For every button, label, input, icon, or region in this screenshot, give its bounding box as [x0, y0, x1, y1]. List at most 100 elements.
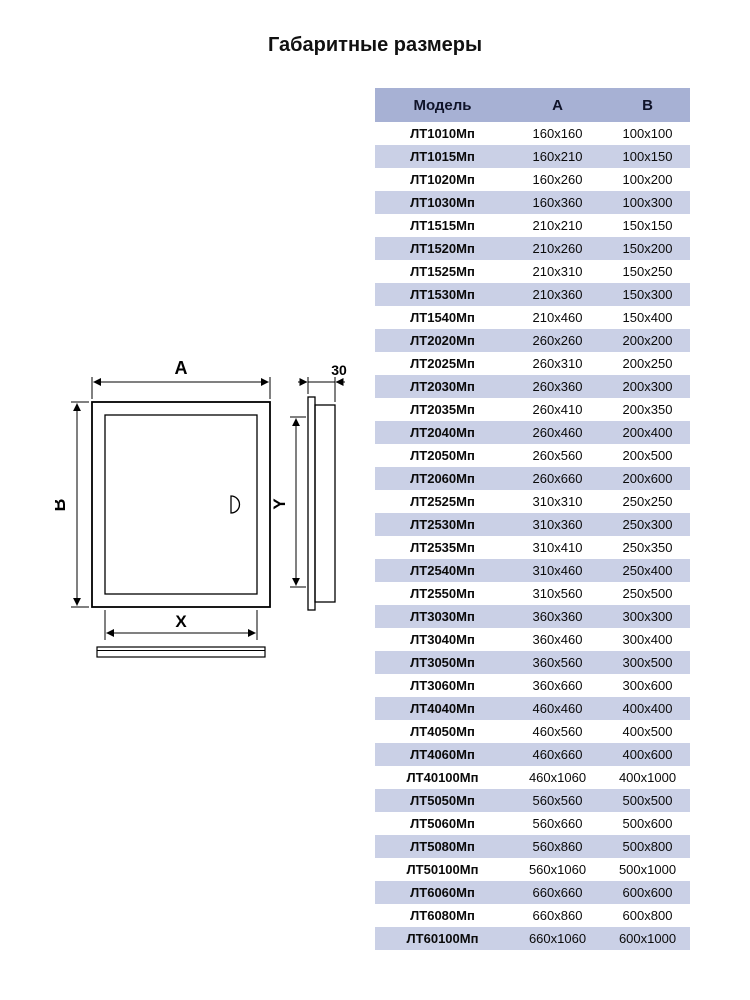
header-dim-b: В — [605, 88, 690, 122]
dim-b-cell: 200х300 — [622, 379, 673, 394]
dim-a-cell: 260х560 — [532, 448, 583, 463]
model-cell: ЛТ2020Мп — [410, 333, 475, 348]
model-cell: ЛТ2540Мп — [410, 563, 475, 578]
model-cell: ЛТ1030Мп — [410, 195, 475, 210]
model-cell: ЛТ1010Мп — [410, 126, 475, 141]
side-body-rect — [314, 404, 336, 603]
dim-b-cell: 200х250 — [622, 356, 673, 371]
dim-b-cell: 250х400 — [622, 563, 673, 578]
dim-b-cell: 200х200 — [622, 333, 673, 348]
technical-drawing: A B X Y 30 — [49, 358, 347, 658]
model-cell: ЛТ6080Мп — [410, 908, 475, 923]
label-y: Y — [270, 498, 289, 510]
dimension-lines — [71, 377, 345, 640]
model-cell: ЛТ5050Мп — [410, 793, 475, 808]
dim-a-cell: 260х260 — [532, 333, 583, 348]
dim-a-cell: 260х410 — [532, 402, 583, 417]
dim-a-cell: 160х210 — [532, 149, 583, 164]
dim-a-cell: 310х560 — [532, 586, 583, 601]
model-cell: ЛТ4050Мп — [410, 724, 475, 739]
model-cell: ЛТ6060Мп — [410, 885, 475, 900]
table-row: ЛТ1530Мп 210х360 150х300 — [375, 283, 690, 306]
dim-a-cell: 660х860 — [532, 908, 583, 923]
dim-b-cell: 300х400 — [622, 632, 673, 647]
dim-a-cell: 210х210 — [532, 218, 583, 233]
dim-a-cell: 560х1060 — [528, 862, 587, 877]
model-cell: ЛТ2525Мп — [410, 494, 475, 509]
label-b: B — [55, 499, 69, 512]
page-title: Габаритные размеры — [267, 34, 483, 56]
dim-a-cell: 460х1060 — [528, 770, 587, 785]
dim-b-cell: 150х300 — [622, 287, 673, 302]
table-row: ЛТ2550Мп 310х560 250х500 — [375, 582, 690, 605]
table-row: ЛТ4050Мп 460х560 400х500 — [375, 720, 690, 743]
side-flange-rect — [307, 396, 316, 611]
flange-strip — [96, 646, 266, 658]
frame-outer-rect — [91, 401, 271, 608]
dim-a-cell: 660х660 — [532, 885, 583, 900]
model-cell: ЛТ2530Мп — [410, 517, 475, 532]
dim-a-cell: 260х460 — [532, 425, 583, 440]
dim-a-cell: 360х660 — [532, 678, 583, 693]
dim-a-cell: 310х360 — [532, 517, 583, 532]
model-cell: ЛТ60100Мп — [406, 931, 479, 946]
dim-a-cell: 460х560 — [532, 724, 583, 739]
dim-a-cell: 360х360 — [532, 609, 583, 624]
table-header-row: Модель А В — [375, 88, 690, 122]
label-depth: 30 — [331, 362, 347, 378]
dim-b-cell: 100х300 — [622, 195, 673, 210]
table-row: ЛТ1020Мп 160х260 100х200 — [375, 168, 690, 191]
header-dim-a: А — [510, 88, 605, 122]
model-cell: ЛТ2550Мп — [410, 586, 475, 601]
dimension-diagram: A B X Y 30 — [49, 352, 355, 682]
dim-a-cell: 310х410 — [532, 540, 583, 555]
dim-a-cell: 310х460 — [532, 563, 583, 578]
model-cell: ЛТ1020Мп — [410, 172, 475, 187]
model-cell: ЛТ3050Мп — [410, 655, 475, 670]
dim-a-cell: 310х310 — [532, 494, 583, 509]
dim-a-cell: 210х360 — [532, 287, 583, 302]
table-row: ЛТ2540Мп 310х460 250х400 — [375, 559, 690, 582]
dim-b-cell: 300х500 — [622, 655, 673, 670]
dim-a-cell: 360х460 — [532, 632, 583, 647]
dim-b-cell: 100х200 — [622, 172, 673, 187]
model-cell: ЛТ1530Мп — [410, 287, 475, 302]
dimension-labels: A B X Y 30 — [49, 358, 347, 631]
door-panel-rect — [104, 414, 258, 595]
door-handle-icon — [230, 495, 241, 514]
dim-b-cell: 250х300 — [622, 517, 673, 532]
dim-b-cell: 400х500 — [622, 724, 673, 739]
model-cell: ЛТ5060Мп — [410, 816, 475, 831]
dim-a-cell: 560х560 — [532, 793, 583, 808]
dim-a-cell: 260х310 — [532, 356, 583, 371]
model-cell: ЛТ2060Мп — [410, 471, 475, 486]
dim-a-cell: 160х260 — [532, 172, 583, 187]
dim-a-cell: 210х260 — [532, 241, 583, 256]
header-model: Модель — [375, 88, 510, 122]
model-cell: ЛТ4040Мп — [410, 701, 475, 716]
table-row: ЛТ3050Мп 360х560 300х500 — [375, 651, 690, 674]
dim-a-cell: 210х460 — [532, 310, 583, 325]
model-cell: ЛТ2050Мп — [410, 448, 475, 463]
dim-a-cell: 360х560 — [532, 655, 583, 670]
dim-b-cell: 600х1000 — [618, 931, 677, 946]
dim-b-cell: 300х600 — [622, 678, 673, 693]
dim-b-cell: 250х500 — [622, 586, 673, 601]
dim-b-cell: 500х600 — [622, 816, 673, 831]
